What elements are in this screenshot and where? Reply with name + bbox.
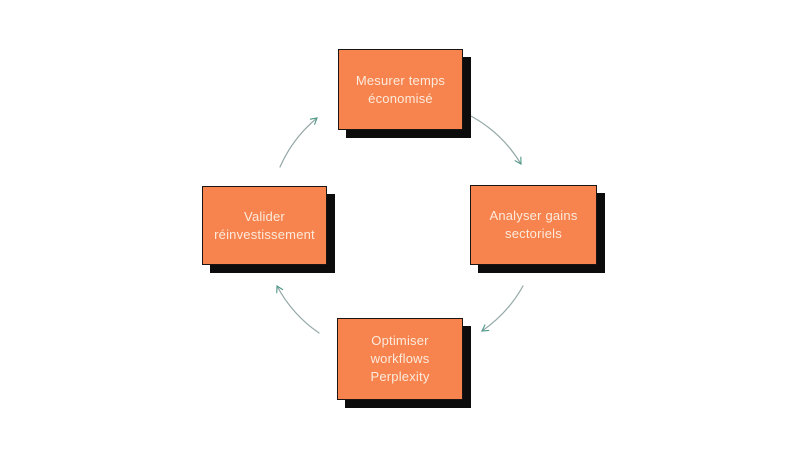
step-label-line: économisé (368, 90, 433, 106)
arrow-analyser-to-optimiser-icon (481, 285, 524, 332)
arrow-optimiser-to-valider-icon (276, 285, 320, 334)
step-label-line: Perplexity (370, 369, 430, 384)
cycle-step-valider-reinvestissement: Valider réinvestissement (202, 186, 327, 265)
step-label-line: Valider (244, 208, 285, 224)
step-label-line: sectoriels (505, 226, 562, 241)
step-label-line: Optimiser (371, 333, 429, 348)
cycle-step-optimiser-workflows: Optimiser workflows Perplexity (337, 318, 463, 400)
step-label-line: Analyser gains (489, 208, 578, 223)
arrow-mesurer-to-analyser-icon (466, 113, 522, 165)
arrow-valider-to-mesurer-icon (279, 117, 318, 168)
cycle-step-analyser-gains: Analyser gains sectoriels (470, 185, 597, 265)
step-label-line: workflows (370, 351, 430, 366)
step-label-line: réinvestissement (214, 226, 315, 242)
cycle-step-mesurer-temps: Mesurer temps économisé (338, 49, 463, 130)
step-label-line: Mesurer temps (355, 72, 446, 88)
